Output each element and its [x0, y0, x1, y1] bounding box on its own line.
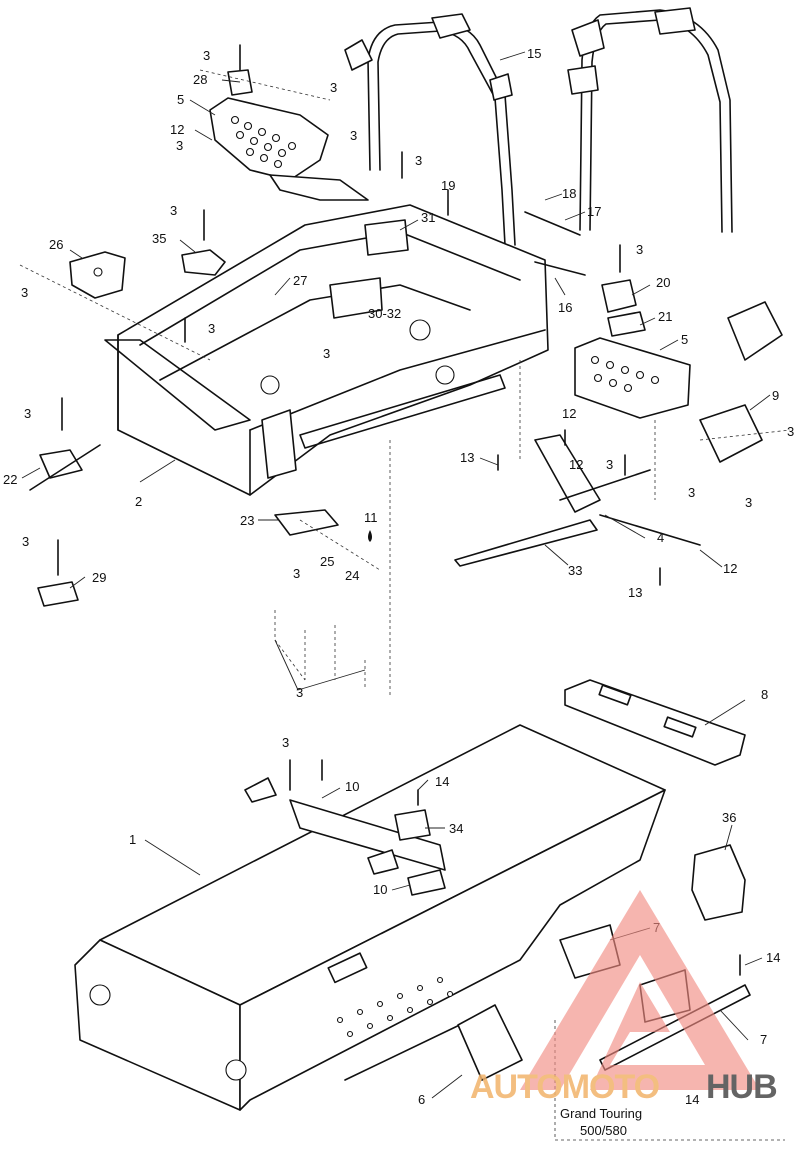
callout-8: 8 [761, 687, 768, 702]
variant-box: Grand Touring 500/580 [554, 1020, 785, 1141]
callout-3: 3 [606, 457, 613, 472]
callout-3: 3 [330, 80, 337, 95]
rod-33 [454, 519, 598, 567]
callout-3: 3 [203, 48, 210, 63]
callout-29: 29 [92, 570, 106, 585]
callout-3: 3 [170, 203, 177, 218]
callout-20: 20 [656, 275, 670, 290]
footrest-plate-right [574, 337, 691, 419]
callout-6: 6 [418, 1092, 425, 1107]
callout-3: 3 [24, 406, 31, 421]
callout-16: 16 [558, 300, 572, 315]
callout-15: 15 [527, 46, 541, 61]
bracket-22 [29, 444, 101, 491]
bracket-35 [181, 249, 226, 276]
bracket-23 [274, 509, 339, 536]
footrest-plate-left [209, 69, 369, 201]
callout-3: 3 [688, 485, 695, 500]
callout-3: 3 [415, 153, 422, 168]
brackets-10-34 [244, 777, 446, 896]
callout-21: 21 [658, 309, 672, 324]
callout-12: 12 [723, 561, 737, 576]
watermark-logo: AUTOMOTO HUB [470, 890, 778, 1106]
clip-29 [37, 581, 79, 607]
callout-36: 36 [722, 810, 736, 825]
callout-26: 26 [49, 237, 63, 252]
callout-22: 22 [3, 472, 17, 487]
callout-3: 3 [176, 138, 183, 153]
footrest-holes [230, 115, 297, 169]
fasteners-lower [289, 759, 741, 976]
tunnel-perforations [336, 976, 454, 1038]
callout-3: 3 [296, 685, 303, 700]
steering-arm-4 [534, 434, 701, 546]
callout-11: 11 [364, 510, 378, 525]
callout-7: 7 [760, 1032, 767, 1047]
callout-3: 3 [282, 735, 289, 750]
callout-23: 23 [240, 513, 254, 528]
variant-line2: 500/580 [580, 1123, 627, 1138]
callout-3: 3 [22, 534, 29, 549]
callout-1: 1 [129, 832, 136, 847]
callout-9: 9 [772, 388, 779, 403]
callout-2: 2 [135, 494, 142, 509]
callout-3: 3 [208, 321, 215, 336]
bracket-6 [457, 1004, 523, 1081]
callout-13: 13 [460, 450, 474, 465]
callout-25: 25 [320, 554, 334, 569]
bracket-9 [699, 301, 783, 463]
callout-27: 27 [293, 273, 307, 288]
callout-3: 3 [293, 566, 300, 581]
plate-8 [564, 679, 746, 766]
callout-18: 18 [562, 186, 576, 201]
callout-4: 4 [657, 530, 664, 545]
steering-column-variant [567, 7, 733, 233]
watermark-hub: HUB [706, 1068, 777, 1106]
callout-3: 3 [636, 242, 643, 257]
callout-14: 14 [766, 950, 780, 965]
callout-34: 34 [449, 821, 463, 836]
callout-30-32: 30-32 [368, 306, 401, 321]
bracket-26 [69, 251, 126, 299]
callout-5: 5 [681, 332, 688, 347]
bracket-36 [691, 844, 746, 921]
callout-12: 12 [569, 457, 583, 472]
watermark-auto: AUTOMOTO [470, 1068, 660, 1106]
callout-33: 33 [568, 563, 582, 578]
callout-12: 12 [170, 122, 184, 137]
callout-10: 10 [345, 779, 359, 794]
fasteners [57, 44, 661, 586]
callout-12: 12 [562, 406, 576, 421]
callout-28: 28 [193, 72, 207, 87]
callout-35: 35 [152, 231, 166, 246]
callout-3: 3 [787, 424, 794, 439]
callout-3: 3 [350, 128, 357, 143]
grease-drop-icon [368, 530, 372, 542]
callout-17: 17 [587, 204, 601, 219]
callout-labels: 3 28 3 5 12 3 3 3 15 19 18 17 31 3 35 26… [3, 46, 794, 1107]
callout-3: 3 [745, 495, 752, 510]
callout-24: 24 [345, 568, 359, 583]
callout-13: 13 [628, 585, 642, 600]
callout-5: 5 [177, 92, 184, 107]
callout-19: 19 [441, 178, 455, 193]
bracket-20-21 [601, 279, 646, 337]
chassis-frame [104, 204, 549, 496]
variant-line1: Grand Touring [560, 1106, 642, 1121]
callout-31: 31 [421, 210, 435, 225]
steering-column-support [344, 13, 516, 246]
callout-10: 10 [373, 882, 387, 897]
callout-3: 3 [323, 346, 330, 361]
callout-3: 3 [21, 285, 28, 300]
callout-14: 14 [435, 774, 449, 789]
callout-14: 14 [685, 1092, 699, 1107]
